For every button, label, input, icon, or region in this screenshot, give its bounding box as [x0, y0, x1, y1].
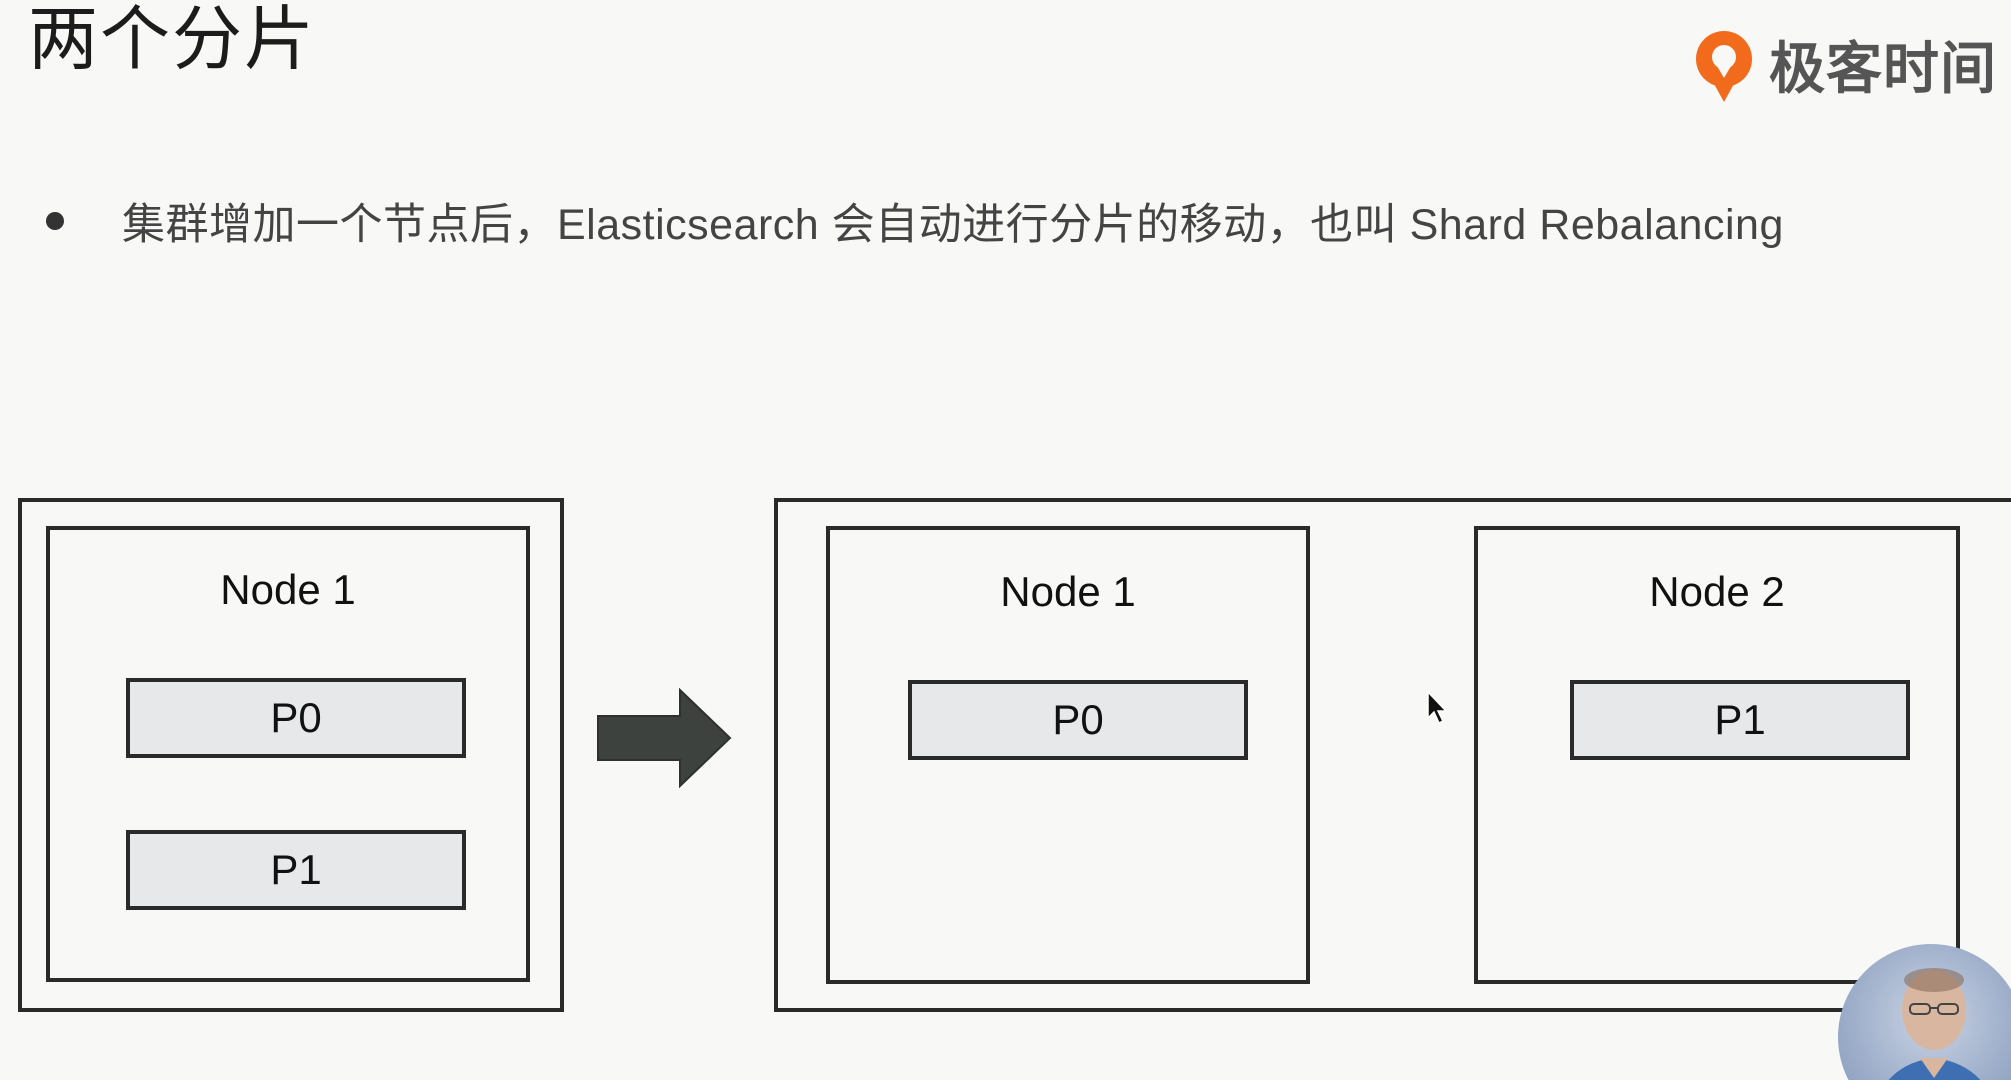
brand: 极客时间 — [1691, 24, 1997, 105]
node-box-before-1: Node 1 P0 P1 — [46, 526, 530, 982]
slide-title: 两个分片 — [28, 0, 316, 80]
node-label: Node 1 — [220, 566, 356, 613]
shard-p1: P1 — [126, 830, 466, 910]
node-label: Node 1 — [1000, 568, 1136, 615]
bullet-text: 集群增加一个节点后，Elasticsearch 会自动进行分片的移动，也叫 Sh… — [122, 201, 1784, 249]
node-box-after-2: Node 2 P1 — [1474, 526, 1960, 984]
brand-name: 极客时间 — [1769, 37, 1997, 102]
mouse-cursor-icon — [1426, 690, 1448, 730]
cluster-after — [774, 498, 2011, 1012]
node-label: Node 2 — [1649, 568, 1785, 615]
cluster-before — [18, 498, 564, 1012]
bullet-dot-icon — [46, 212, 64, 230]
node-box-after-1: Node 1 P0 — [826, 526, 1310, 984]
shard-p0: P0 — [908, 680, 1248, 760]
shard-p1: P1 — [1570, 680, 1910, 760]
geektime-logo-icon — [1691, 26, 1757, 104]
bullet-item: 集群增加一个节点后，Elasticsearch 会自动进行分片的移动，也叫 Sh… — [46, 190, 1784, 252]
shard-p0: P0 — [126, 678, 466, 758]
right-arrow-icon — [596, 687, 732, 792]
